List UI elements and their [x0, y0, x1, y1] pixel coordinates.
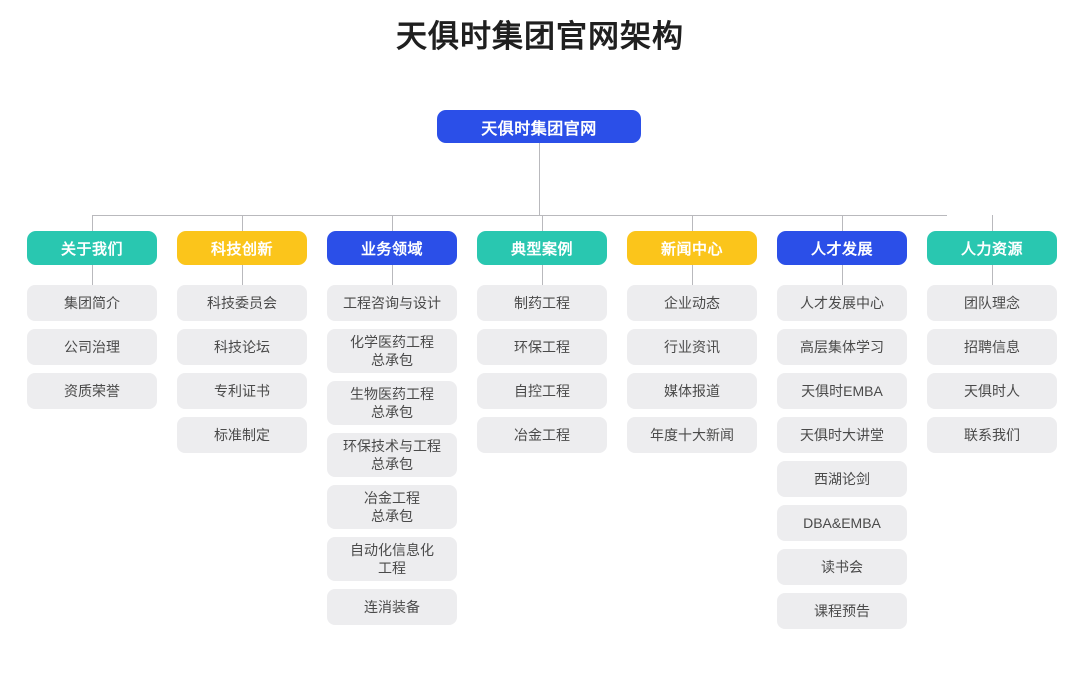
- column-header-业务领域[interactable]: 业务领域: [327, 231, 457, 265]
- list-item[interactable]: 冶金工程: [477, 417, 607, 453]
- column-drop-connector: [991, 215, 993, 231]
- column-drop-connector: [391, 215, 393, 231]
- item-list: 人才发展中心高层集体学习天俱时EMBA 天俱时大讲堂西湖论剑 DBA&EMBA 读书会…: [777, 285, 907, 629]
- list-item[interactable]: 人才发展中心: [777, 285, 907, 321]
- list-item[interactable]: 自动化信息化 工程: [327, 537, 457, 581]
- list-item[interactable]: 科技委员会: [177, 285, 307, 321]
- list-item[interactable]: DBA&EMBA: [777, 505, 907, 541]
- item-list: 集团简介公司治理资质荣誉: [27, 285, 157, 409]
- page-title: 天俱时集团官网架构: [396, 19, 684, 54]
- header-to-items-connector: [691, 265, 693, 285]
- list-item[interactable]: 专利证书: [177, 373, 307, 409]
- column-drop-connector: [841, 215, 843, 231]
- item-list: 制药工程环保工程自控工程冶金工程: [477, 285, 607, 453]
- list-item[interactable]: 连消装备: [327, 589, 457, 625]
- item-list: 企业动态行业资讯媒体报道年度十大新闻: [627, 285, 757, 453]
- list-item[interactable]: 高层集体学习: [777, 329, 907, 365]
- list-item[interactable]: 西湖论剑: [777, 461, 907, 497]
- column-header-关于我们[interactable]: 关于我们: [27, 231, 157, 265]
- list-item[interactable]: 制药工程: [477, 285, 607, 321]
- column-header-典型案例[interactable]: 典型案例: [477, 231, 607, 265]
- header-to-items-connector: [241, 265, 243, 285]
- list-item[interactable]: 天俱时EMBA: [777, 373, 907, 409]
- header-to-items-connector: [991, 265, 993, 285]
- column-header-人力资源[interactable]: 人力资源: [927, 231, 1057, 265]
- list-item[interactable]: 天俱时人: [927, 373, 1057, 409]
- header-to-items-connector: [841, 265, 843, 285]
- list-item[interactable]: 年度十大新闻: [627, 417, 757, 453]
- column-典型案例: 典型案例制药工程环保工程自控工程冶金工程: [477, 215, 607, 629]
- column-drop-connector: [241, 215, 243, 231]
- column-drop-connector: [91, 215, 93, 231]
- column-新闻中心: 新闻中心企业动态行业资讯媒体报道年度十大新闻: [627, 215, 757, 629]
- list-item[interactable]: 环保技术与工程 总承包: [327, 433, 457, 477]
- list-item[interactable]: 公司治理: [27, 329, 157, 365]
- header-to-items-connector: [91, 265, 93, 285]
- list-item[interactable]: 冶金工程 总承包: [327, 485, 457, 529]
- column-人才发展: 人才发展人才发展中心高层集体学习天俱时EMBA 天俱时大讲堂西湖论剑 DBA&EMB…: [777, 215, 907, 629]
- list-item[interactable]: 行业资讯: [627, 329, 757, 365]
- list-item[interactable]: 联系我们: [927, 417, 1057, 453]
- list-item[interactable]: 集团简介: [27, 285, 157, 321]
- item-list: 团队理念招聘信息天俱时人联系我们: [927, 285, 1057, 453]
- header-to-items-connector: [391, 265, 393, 285]
- header-to-items-connector: [541, 265, 543, 285]
- column-header-新闻中心[interactable]: 新闻中心: [627, 231, 757, 265]
- list-item[interactable]: 生物医药工程 总承包: [327, 381, 457, 425]
- horizontal-bus-connector: [92, 215, 947, 216]
- root-node[interactable]: 天俱时集团官网: [437, 110, 641, 143]
- list-item[interactable]: 读书会: [777, 549, 907, 585]
- column-关于我们: 关于我们集团简介公司治理资质荣誉: [27, 215, 157, 629]
- column-drop-connector: [541, 215, 543, 231]
- list-item[interactable]: 课程预告: [777, 593, 907, 629]
- column-人力资源: 人力资源团队理念招聘信息天俱时人联系我们: [927, 215, 1057, 629]
- list-item[interactable]: 天俱时大讲堂: [777, 417, 907, 453]
- list-item[interactable]: 标准制定: [177, 417, 307, 453]
- root-stem-connector: [539, 143, 540, 215]
- column-业务领域: 业务领域工程咨询与设计化学医药工程 总承包生物医药工程 总承包环保技术与工程 总…: [327, 215, 457, 629]
- list-item[interactable]: 化学医药工程 总承包: [327, 329, 457, 373]
- column-drop-connector: [691, 215, 693, 231]
- column-group: 关于我们集团简介公司治理资质荣誉科技创新科技委员会科技论坛专利证书标准制定业务领…: [27, 215, 1057, 629]
- list-item[interactable]: 资质荣誉: [27, 373, 157, 409]
- list-item[interactable]: 工程咨询与设计: [327, 285, 457, 321]
- list-item[interactable]: 科技论坛: [177, 329, 307, 365]
- list-item[interactable]: 自控工程: [477, 373, 607, 409]
- column-科技创新: 科技创新科技委员会科技论坛专利证书标准制定: [177, 215, 307, 629]
- column-header-人才发展[interactable]: 人才发展: [777, 231, 907, 265]
- item-list: 工程咨询与设计化学医药工程 总承包生物医药工程 总承包环保技术与工程 总承包冶金…: [327, 285, 457, 625]
- column-header-科技创新[interactable]: 科技创新: [177, 231, 307, 265]
- list-item[interactable]: 团队理念: [927, 285, 1057, 321]
- list-item[interactable]: 企业动态: [627, 285, 757, 321]
- list-item[interactable]: 招聘信息: [927, 329, 1057, 365]
- item-list: 科技委员会科技论坛专利证书标准制定: [177, 285, 307, 453]
- list-item[interactable]: 媒体报道: [627, 373, 757, 409]
- list-item[interactable]: 环保工程: [477, 329, 607, 365]
